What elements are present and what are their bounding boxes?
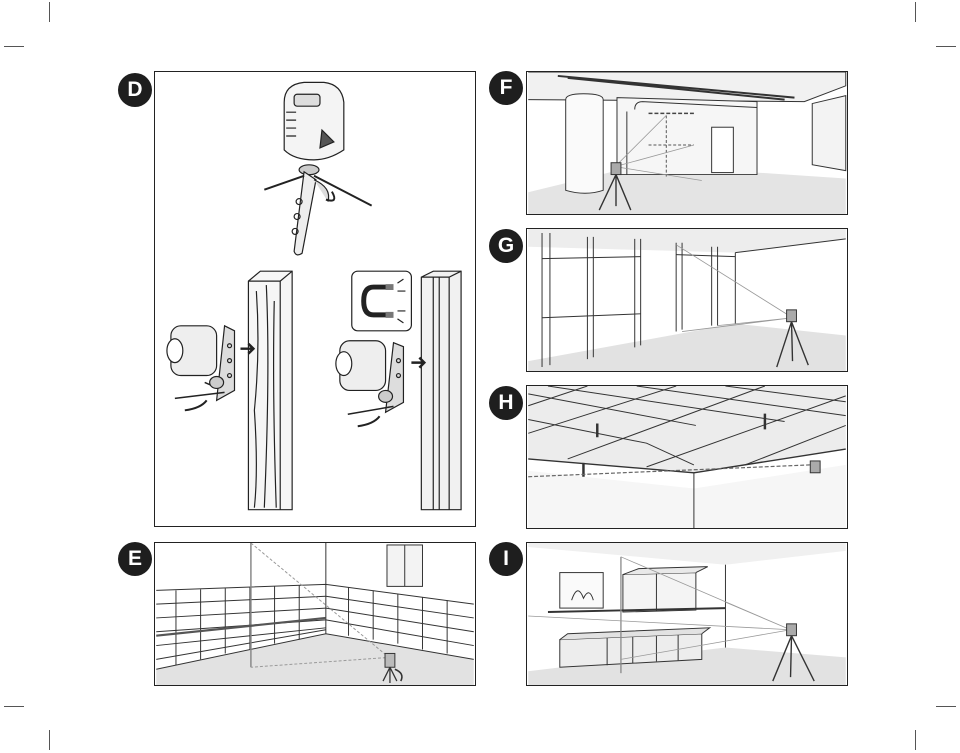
crop-mark-tr-h xyxy=(936,46,956,47)
panel-d xyxy=(154,71,476,527)
panel-e xyxy=(154,542,476,686)
panel-g xyxy=(526,228,848,372)
panel-f xyxy=(526,71,848,215)
panel-f-badge: F xyxy=(489,71,523,105)
panel-g-badge: G xyxy=(489,229,523,263)
panel-i xyxy=(526,542,848,686)
wall-mount-device-left xyxy=(166,324,256,412)
wall-mount-device-right xyxy=(335,340,427,428)
metal-profile xyxy=(420,270,462,511)
crop-mark-tr-v xyxy=(915,2,916,22)
rotate-arrow-icon xyxy=(325,191,336,202)
crop-mark-br-v xyxy=(915,730,916,750)
wooden-post xyxy=(247,270,293,511)
crop-mark-br-h xyxy=(936,706,956,707)
crop-mark-bl-v xyxy=(49,730,50,750)
laser-level-icon xyxy=(283,81,345,161)
panel-h xyxy=(526,385,848,529)
panel-d-badge: D xyxy=(118,73,152,107)
panel-e-badge: E xyxy=(118,542,152,576)
crop-mark-tl-v xyxy=(49,2,50,22)
panel-i-badge: I xyxy=(489,542,523,576)
push-arrow-icon xyxy=(240,342,256,355)
panel-f-illustration xyxy=(528,72,847,214)
panel-g-illustration xyxy=(528,229,846,371)
panel-i-illustration xyxy=(528,543,846,685)
panel-h-illustration xyxy=(528,386,846,528)
mini-tripod xyxy=(263,164,373,256)
panel-d-illustration xyxy=(166,81,462,511)
crop-mark-tl-h xyxy=(4,46,24,47)
tripod-icon xyxy=(598,162,632,211)
crop-mark-bl-h xyxy=(4,706,24,707)
magnet-icon xyxy=(351,270,412,332)
panel-h-badge: H xyxy=(489,386,523,420)
panel-e-illustration xyxy=(156,543,474,685)
